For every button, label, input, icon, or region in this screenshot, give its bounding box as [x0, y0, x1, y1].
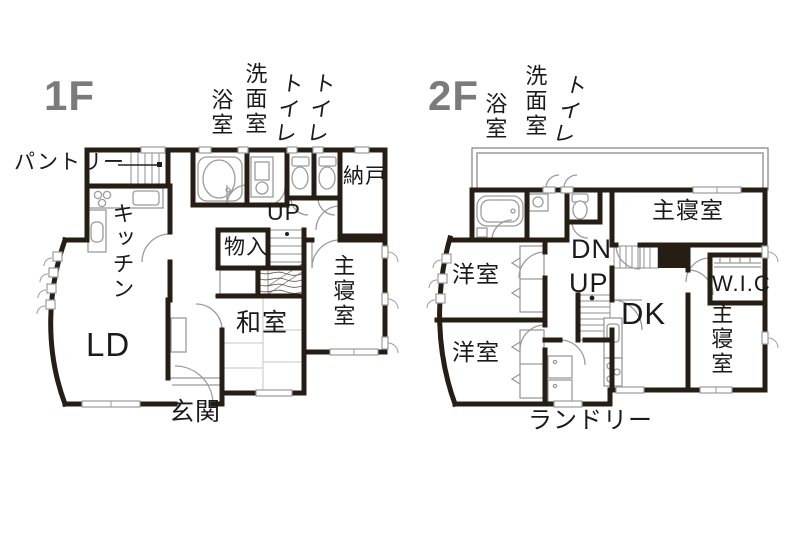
room-label-western-room-south-2f: 洋室 — [452, 339, 500, 365]
room-label-storeroom-1f: 納戸 — [343, 165, 387, 188]
f2-walls — [434, 187, 768, 408]
room-label-japanese-room-1f: 和室 — [236, 309, 289, 337]
f1-pantry-leader — [118, 162, 162, 167]
f1-washbasin-icon — [250, 156, 274, 198]
room-label-dk-2f: DK — [621, 296, 667, 331]
f1-entrance-step-icon — [170, 317, 220, 386]
room-label-entrance-1f: 玄関 — [169, 398, 222, 426]
room-label-washroom-1f: 洗面室 — [242, 62, 268, 137]
floor2-plan — [426, 147, 779, 408]
f2-washer-icon — [528, 193, 549, 212]
label-stairs-down-2f: DN — [571, 234, 612, 264]
room-label-bath-1f: 浴室 — [208, 88, 234, 138]
room-label-bath-2f: 浴室 — [482, 92, 508, 142]
f1-tatami-icon — [222, 297, 304, 390]
room-label-washroom-2f: 洗面室 — [522, 64, 548, 139]
f2-toilet-icon — [571, 193, 589, 220]
f2-wic-hanger-icon — [714, 258, 761, 268]
f1-windows — [36, 146, 399, 408]
room-label-main-bedroom-north-2f: 主寝室 — [652, 197, 724, 223]
room-label-ld-1f: LD — [86, 326, 131, 363]
room-label-main-bedroom-south-2f: 主寝室 — [708, 302, 734, 377]
room-label-main-bedroom-1f: 主寝室 — [330, 254, 356, 329]
label-stairs-up-1f: UP — [267, 199, 301, 225]
room-label-western-room-north-2f: 洋室 — [452, 261, 500, 287]
f1-stairs-icon — [130, 151, 167, 185]
room-label-closet-1f: 物入 — [224, 236, 268, 259]
floor1-title: 1F — [44, 72, 96, 119]
f2-laundry-machines-icon — [547, 355, 573, 403]
f1-bathtub-icon — [197, 156, 243, 202]
f2-closets-icon — [510, 245, 545, 399]
f2-bathtub-icon — [476, 195, 524, 238]
room-label-pantry-1f: パントリー — [14, 151, 126, 174]
room-label-kitchen-1f: キッチン — [109, 202, 135, 302]
label-stairs-up-2f: UP — [569, 268, 609, 298]
f2-balcony — [471, 147, 769, 191]
room-label-wic-2f: W.I.C — [712, 271, 771, 296]
floor2-title: 2F — [428, 72, 480, 119]
f1-tokonoma-icon — [219, 269, 303, 295]
room-label-laundry-2f: ランドリー — [528, 407, 653, 434]
floor1-plan — [36, 146, 399, 408]
f1-toilet-icon — [291, 156, 337, 190]
f2-dn-stairs-icon — [613, 245, 659, 269]
f2-windows — [426, 186, 779, 408]
